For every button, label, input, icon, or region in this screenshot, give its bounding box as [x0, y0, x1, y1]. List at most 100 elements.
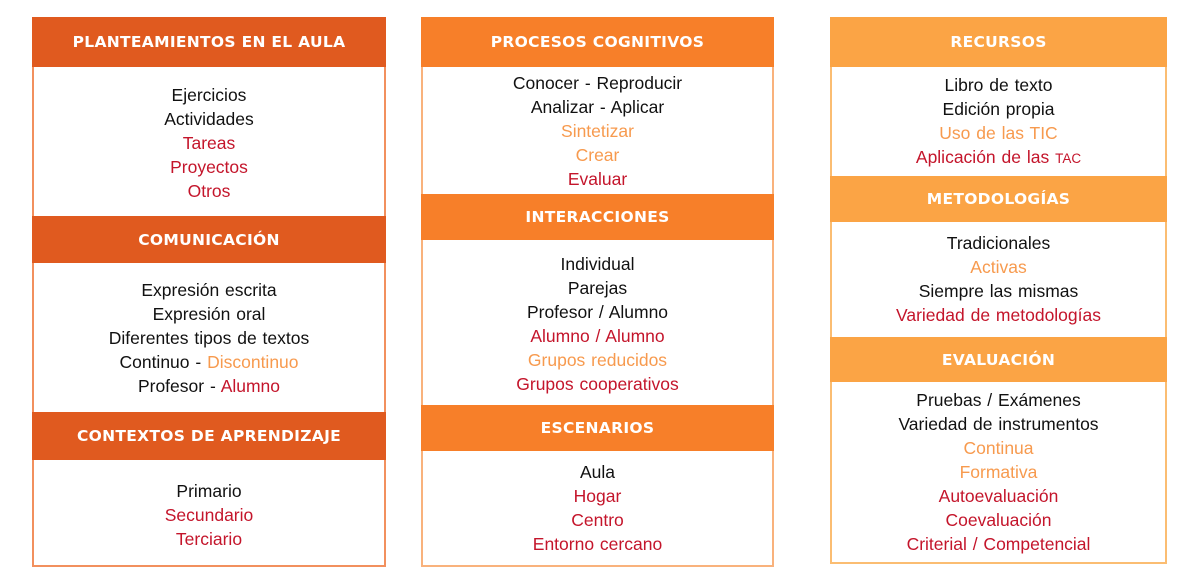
list-item: Pruebas / Exámenes	[916, 388, 1080, 412]
item-text: Formativa	[959, 462, 1038, 482]
item-text: Analizar - Aplicar	[530, 97, 665, 117]
list-item: Variedad de metodologías	[896, 303, 1101, 327]
header-recursos: RECURSOS	[830, 17, 1167, 67]
item-text: Individual	[560, 254, 635, 274]
list-item: Siempre las mismas	[919, 279, 1079, 303]
list-item: Alumno / Alumno	[530, 324, 664, 348]
list-item: Terciario	[176, 527, 242, 551]
item-text: Grupos reducidos	[527, 350, 668, 370]
item-text: Variedad de metodologías	[895, 305, 1101, 325]
item-text: Pruebas / Exámenes	[916, 390, 1081, 410]
section-title: COMUNICACIÓN	[138, 230, 280, 249]
item-text: Discontinuo	[207, 352, 299, 372]
item-text: Ejercicios	[171, 85, 247, 105]
list-item: Activas	[970, 255, 1026, 279]
list-item: Sintetizar	[561, 119, 634, 143]
item-text: Profesor / Alumno	[526, 302, 669, 322]
section-title: CONTEXTOS DE APRENDIZAJE	[76, 427, 342, 445]
list-item: Conocer - Reproducir	[513, 71, 682, 95]
list-item: Grupos reducidos	[528, 348, 667, 372]
item-text: TAC	[1055, 151, 1082, 166]
item-text: Variedad de instrumentos	[898, 414, 1099, 434]
item-text: Crear	[575, 145, 620, 165]
list-item: Aula	[580, 460, 615, 484]
list-item: Expresión oral	[153, 302, 266, 326]
item-text: Expresión oral	[152, 304, 266, 324]
item-text: Continua	[963, 438, 1034, 458]
list-item: Evaluar	[568, 167, 627, 191]
item-text: Entorno cercano	[532, 534, 663, 554]
item-text: Alumno / Alumno	[530, 326, 665, 346]
item-text: Profesor -	[137, 376, 221, 396]
list-item: Criterial / Competencial	[907, 532, 1091, 556]
list-item: Ejercicios	[172, 83, 247, 107]
list-item: Profesor - Alumno	[138, 374, 280, 398]
section-title: INTERACCIONES	[525, 208, 670, 226]
list-item: Grupos cooperativos	[516, 372, 678, 396]
list-item: Expresión escrita	[141, 278, 276, 302]
list-item: Coevaluación	[945, 508, 1051, 532]
item-text: Aula	[579, 462, 616, 482]
header-comunicacion: COMUNICACIÓN	[32, 216, 386, 263]
list-item: Primario	[176, 479, 241, 503]
list-item: Tradicionales	[947, 231, 1050, 255]
list-item: Uso de las TIC	[939, 121, 1057, 145]
header-contextos: CONTEXTOS DE APRENDIZAJE	[32, 412, 386, 460]
item-text: Expresión escrita	[141, 280, 277, 300]
item-text: Coevaluación	[945, 510, 1052, 530]
item-text: Grupos cooperativos	[516, 374, 679, 394]
column-procesos: PROCESOS COGNITIVOS Conocer - Reproducir…	[421, 17, 774, 567]
list-item: Centro	[571, 508, 624, 532]
list-item: Tareas	[183, 131, 236, 155]
header-metodologias: METODOLOGÍAS	[830, 176, 1167, 222]
section-title: EVALUACIÓN	[941, 350, 1056, 369]
list-item: Aplicación de las TAC	[916, 145, 1081, 171]
item-text: Otros	[187, 181, 231, 201]
item-text: Edición propia	[942, 99, 1055, 119]
list-item: Individual	[561, 252, 635, 276]
item-text: Primario	[176, 481, 242, 501]
item-text: Aplicación de las	[915, 147, 1056, 167]
item-text: Terciario	[175, 529, 243, 549]
item-text: Hogar	[573, 486, 622, 506]
list-item: Variedad de instrumentos	[898, 412, 1098, 436]
item-text: Siempre las mismas	[918, 281, 1079, 301]
list-item: Continua	[963, 436, 1033, 460]
list-item: Formativa	[960, 460, 1038, 484]
item-text: Secundario	[164, 505, 254, 525]
list-item: Crear	[576, 143, 620, 167]
item-text: Conocer - Reproducir	[512, 73, 683, 93]
list-item: Proyectos	[170, 155, 248, 179]
header-evaluacion: EVALUACIÓN	[830, 337, 1167, 382]
list-item: Analizar - Aplicar	[531, 95, 664, 119]
list-item: Libro de texto	[944, 73, 1052, 97]
item-text: Sintetizar	[561, 121, 634, 141]
list-item: Entorno cercano	[533, 532, 662, 556]
item-text: Tareas	[182, 133, 236, 153]
item-text: Proyectos	[170, 157, 248, 177]
item-text: Continuo -	[119, 352, 208, 372]
list-item: Otros	[188, 179, 231, 203]
section-title: RECURSOS	[950, 33, 1047, 51]
item-text: Actividades	[164, 109, 254, 129]
header-procesos: PROCESOS COGNITIVOS	[421, 17, 774, 67]
header-planteamientos: PLANTEAMIENTOS EN EL AULA	[32, 17, 386, 67]
